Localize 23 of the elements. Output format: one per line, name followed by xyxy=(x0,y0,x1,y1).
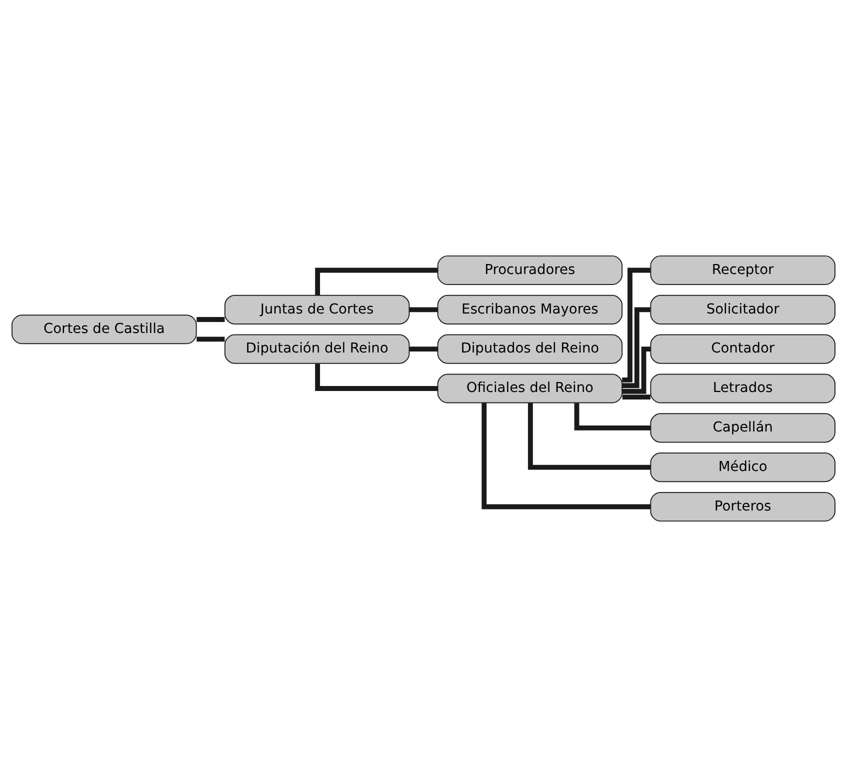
node-box: Capellán xyxy=(650,412,836,442)
node-box: Receptor xyxy=(650,254,836,285)
node-box: Diputación del Reino xyxy=(224,334,410,364)
node-box: Letrados xyxy=(650,373,836,403)
node-box: Diputados del Reino xyxy=(437,334,623,364)
connector xyxy=(410,346,438,352)
node-box: Cortes de Castilla xyxy=(12,314,197,344)
connector xyxy=(196,316,225,322)
connector xyxy=(528,402,651,470)
connector xyxy=(410,306,438,312)
connector xyxy=(622,346,651,394)
node-box: Contador xyxy=(650,334,836,364)
node-box: Procuradores xyxy=(437,254,623,285)
node-box: Oficiales del Reino xyxy=(437,373,623,403)
connector xyxy=(482,402,651,509)
node-box: Solicitador xyxy=(650,294,836,324)
connector xyxy=(622,394,650,400)
node-box: Porteros xyxy=(650,491,836,522)
connector xyxy=(622,306,650,388)
node-box: Escribanos Mayores xyxy=(437,294,623,324)
connector xyxy=(196,336,225,342)
node-box: Juntas de Cortes xyxy=(224,294,410,324)
node-box: Médico xyxy=(650,452,836,482)
